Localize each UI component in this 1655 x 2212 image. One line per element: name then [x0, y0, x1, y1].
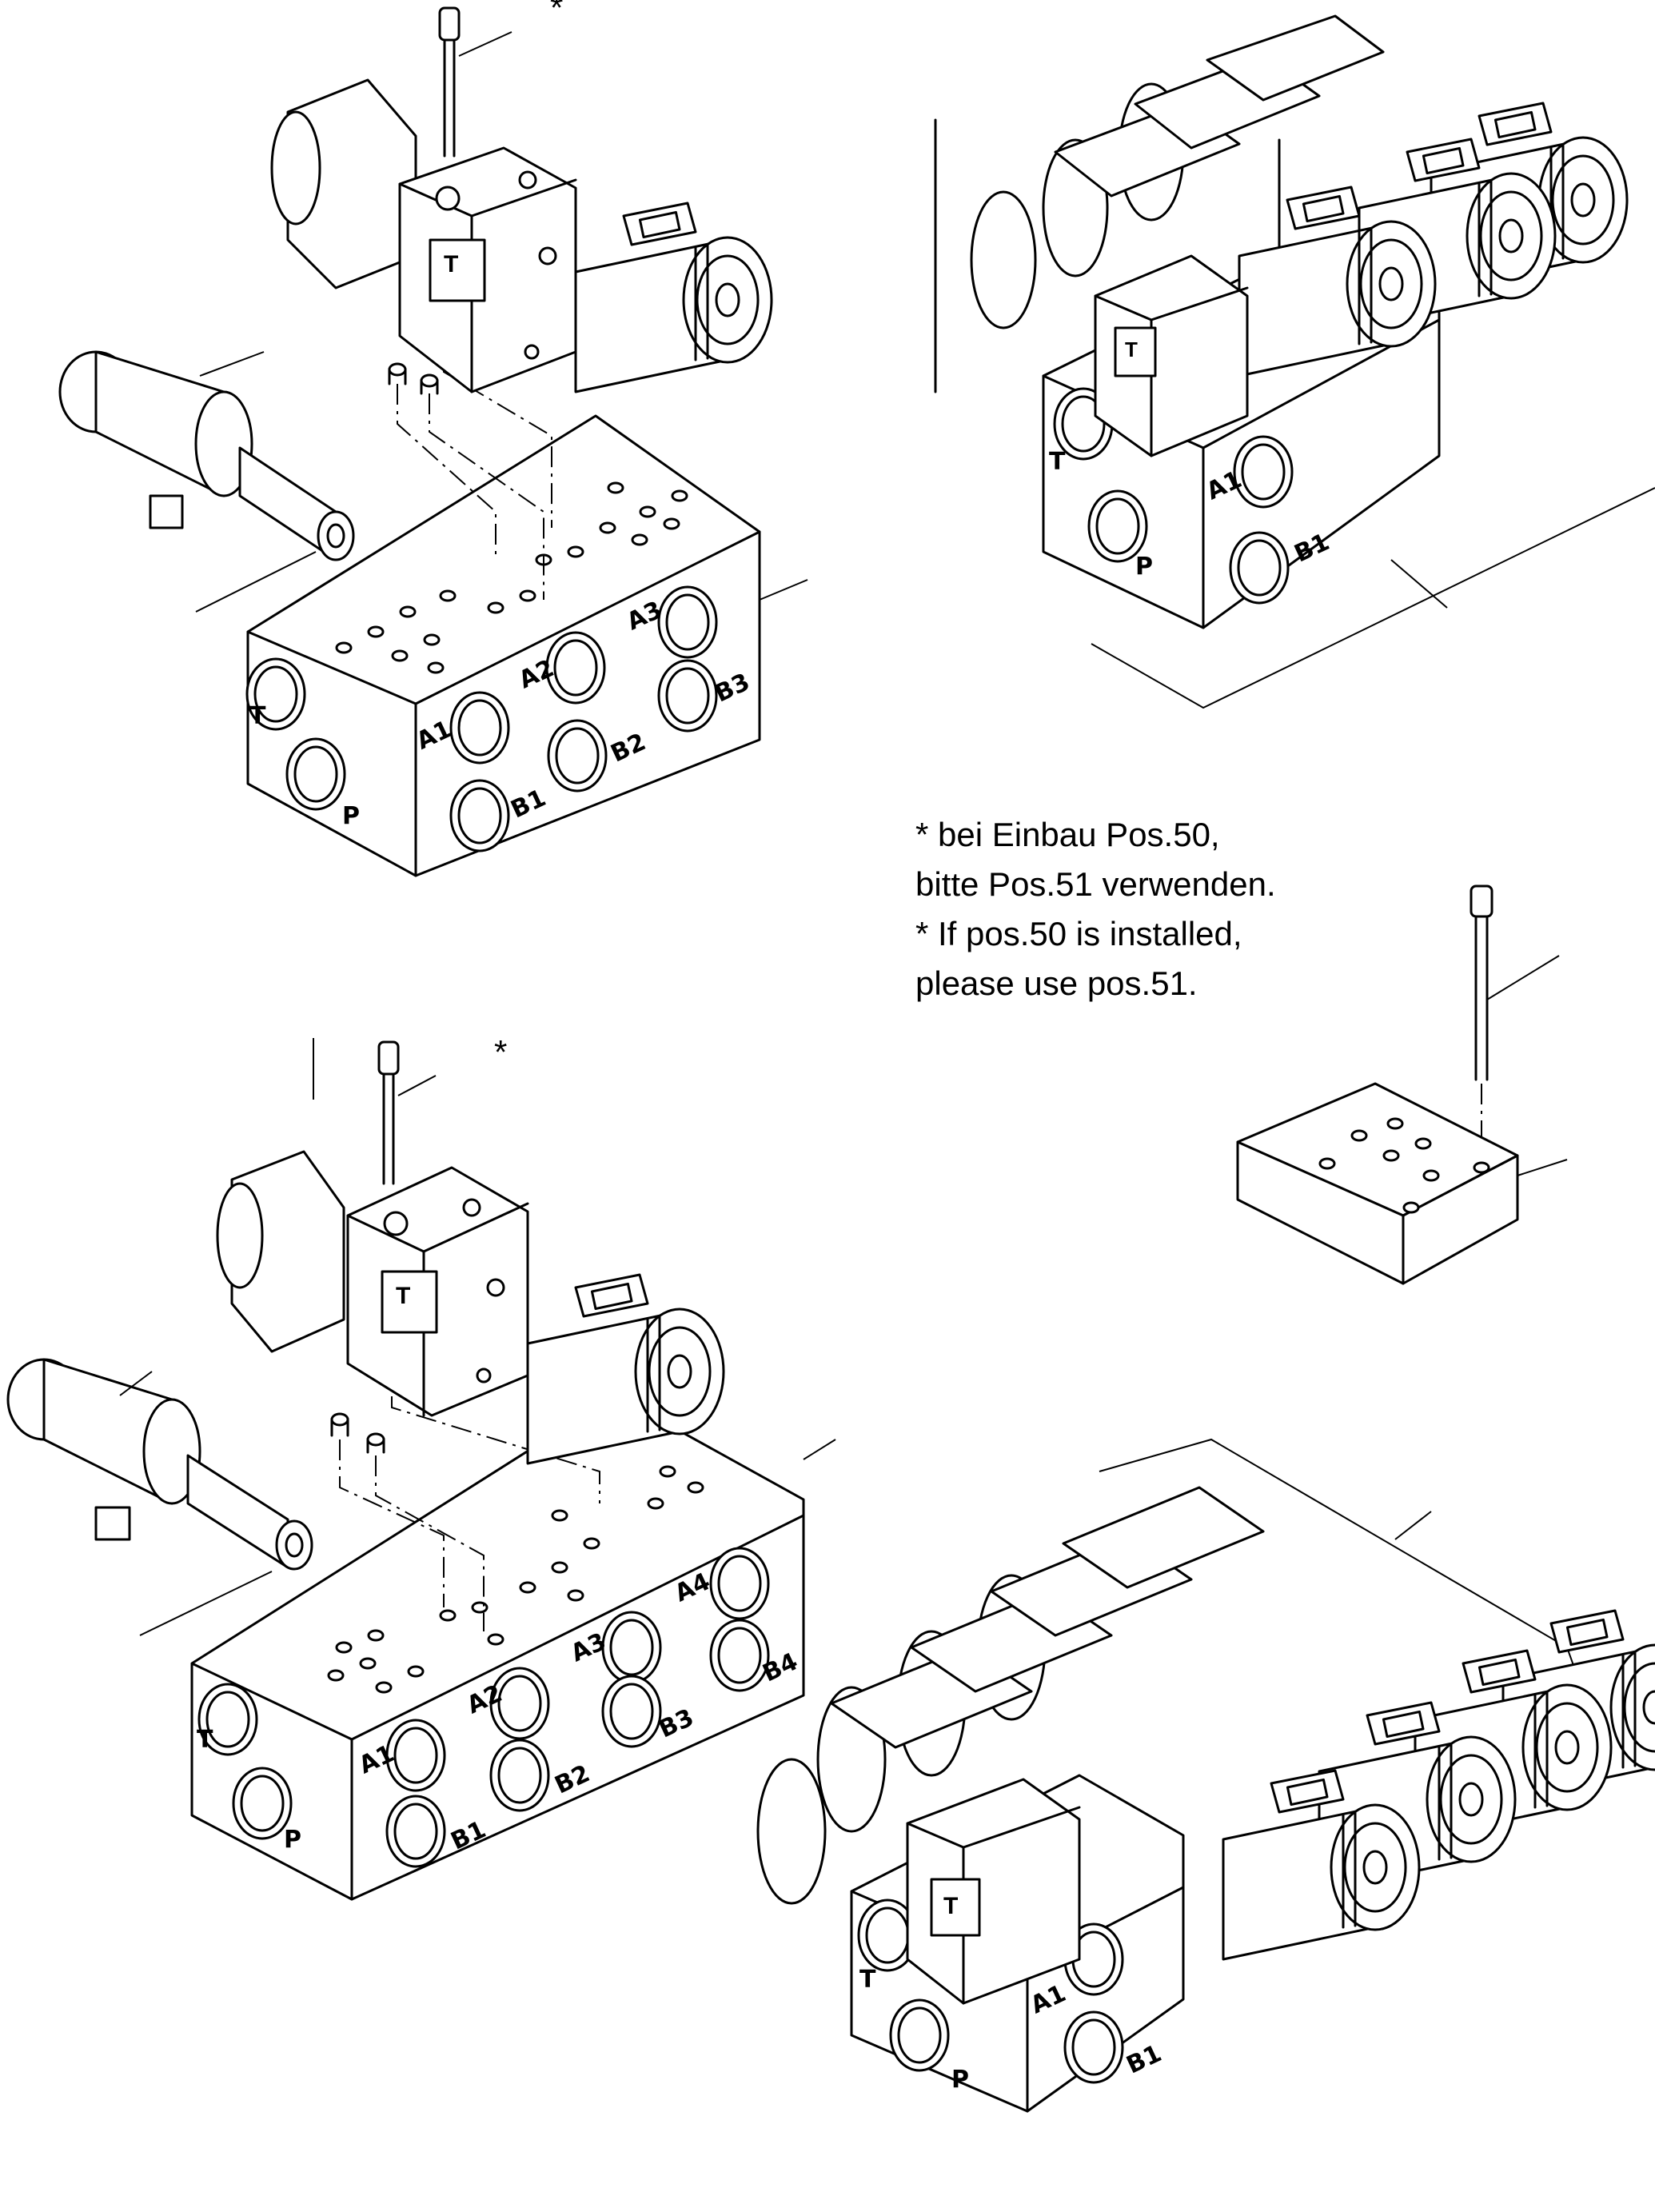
valve-stack-3: T [970, 14, 1629, 457]
port-label-t: T [859, 1966, 876, 1994]
assembly-3-station-view: T P A1 B1 T [970, 14, 1655, 709]
svg-text:T: T [444, 251, 458, 277]
blanking-plate-assembly [1236, 884, 1568, 1285]
asterisk-marker: * [550, 0, 563, 26]
installation-note: * bei Einbau Pos.50, bitte Pos.51 verwen… [915, 816, 1276, 1002]
note-line-1: * bei Einbau Pos.50, [915, 816, 1220, 853]
port-label-p: P [342, 802, 360, 830]
assembly-3-station-exploded: T P A1 A2 A3 B1 B2 B3 T [58, 0, 1281, 877]
port-label-p: P [951, 2066, 969, 2094]
svg-text:T: T [1125, 337, 1138, 361]
port-label-t: T [197, 1726, 213, 1754]
o-rings [330, 1360, 600, 1631]
asterisk-marker: * [494, 1033, 507, 1071]
port-label-b1: B1 [1123, 2039, 1166, 2079]
port-label-p: P [1135, 553, 1153, 581]
manifold-block-3: T P A1 A2 A3 B1 B2 B3 [245, 414, 808, 877]
solenoid-valve-3: T [270, 78, 773, 393]
valve-stack-4: T [756, 1486, 1655, 2005]
port-label-t: T [1049, 448, 1066, 476]
assembly-4-station-view: T P A1 B1 T [756, 1438, 1655, 2113]
note-line-4: please use pos.51. [915, 964, 1198, 1002]
port-label-t: T [249, 702, 266, 730]
assembly-4-station-exploded: T P A1 A2 A3 A4 B1 B2 B3 B4 T [6, 1033, 836, 1901]
svg-text:T: T [943, 1893, 958, 1919]
port-label-p: P [284, 1826, 301, 1854]
bolt-3: * [438, 0, 563, 158]
note-line-3: * If pos.50 is installed, [915, 915, 1242, 952]
note-line-2: bitte Pos.51 verwenden. [915, 865, 1276, 903]
svg-text:T: T [396, 1283, 410, 1309]
o-rings [388, 324, 552, 600]
bolt-4: * [377, 1033, 507, 1185]
cartridge-valve-4 [6, 1358, 313, 1571]
solenoid-valve-4: T [216, 1150, 725, 1465]
cartridge-valve-3 [58, 350, 355, 561]
